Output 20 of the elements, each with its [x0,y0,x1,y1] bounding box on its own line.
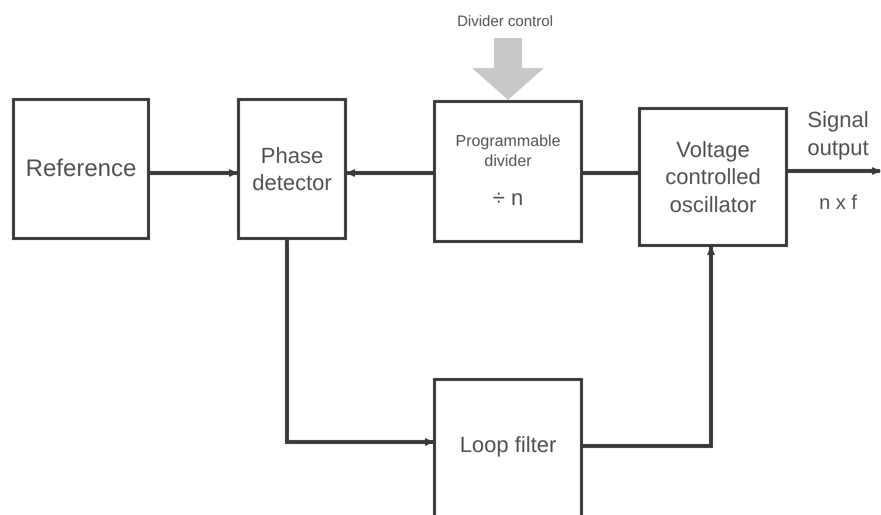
block-text: Loop filter [460,431,556,458]
output-label: Signal output [806,106,870,161]
input-label: Divider control [430,10,580,34]
signal-arrow [150,169,238,177]
frequency-label: n x f [819,191,857,216]
signal-arrow [285,240,434,446]
block-text: Phase detector [251,142,333,196]
block-box [433,378,583,515]
block-box [12,98,150,240]
block-box [237,98,347,240]
block-arrow [472,38,544,100]
signal-arrow [788,167,881,175]
block-box [433,100,583,243]
block-text: Reference [26,154,136,184]
block-text: Programmable divider [454,132,562,172]
block-box [638,107,788,247]
signal-arrow [346,169,433,177]
block-text: Voltage controlled oscillator [664,136,762,218]
signal-arrow [583,246,715,448]
block-text: ÷ n [492,184,524,212]
